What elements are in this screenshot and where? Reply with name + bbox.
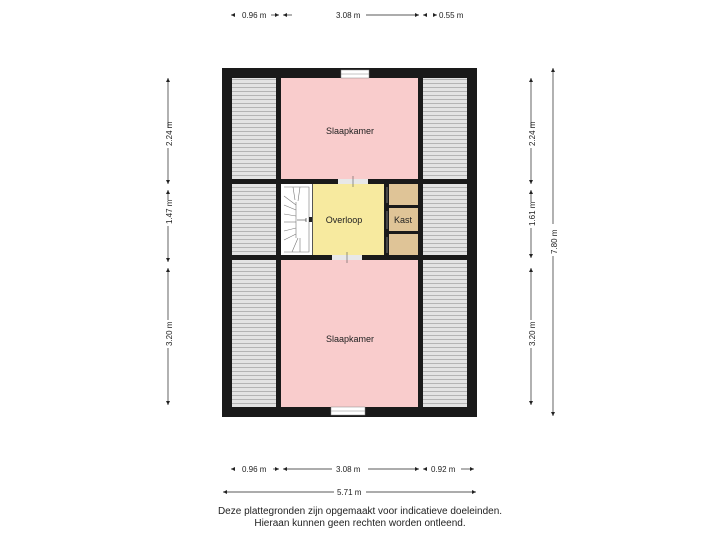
staircase: [283, 186, 312, 253]
dim-left-2: 3.20 m: [165, 321, 174, 346]
roof-slope-right-top: [423, 78, 467, 179]
wall-divider: [312, 184, 313, 255]
dim-left-0: 2.24 m: [165, 121, 174, 146]
dim-right-1: 1.61 m: [528, 201, 537, 226]
dim-left-1: 1.47 m: [165, 199, 174, 224]
disclaimer-line-2: Hieraan kunnen geen rechten worden ontle…: [254, 518, 466, 529]
closet-top: [389, 184, 418, 205]
dim-right-2: 3.20 m: [528, 321, 537, 346]
roof-slope-left-mid: [232, 184, 276, 255]
closet-middle: [389, 208, 418, 231]
room-label-closet: Kast: [394, 215, 413, 225]
closet-bottom: [389, 234, 418, 255]
roof-slope-right-bottom: [423, 260, 467, 407]
stair-area: [281, 184, 312, 255]
landing: [313, 184, 384, 255]
room-label-landing: Overloop: [326, 215, 363, 225]
room-label-bedroom-top: Slaapkamer: [326, 126, 374, 136]
door-bottom: [332, 252, 362, 263]
dim-top-2: 0.55 m: [439, 11, 464, 20]
roof-slope-left-bottom: [232, 260, 276, 407]
dim-right-0: 2.24 m: [528, 121, 537, 146]
dim-total-width: 5.71 m: [337, 488, 362, 497]
bedroom-bottom: [281, 260, 418, 407]
door-top: [338, 176, 368, 187]
dim-bottom-1: 3.08 m: [336, 465, 361, 474]
window-bottom: [330, 406, 366, 416]
bedroom-top: [281, 78, 418, 179]
roof-slope-left-top: [232, 78, 276, 179]
window-top: [340, 69, 370, 79]
dim-top-0: 0.96 m: [242, 11, 267, 20]
roof-slope-right-mid: [423, 184, 467, 255]
dim-bottom-2: 0.92 m: [431, 465, 456, 474]
dim-bottom-0: 0.96 m: [242, 465, 267, 474]
dim-total-height: 7.80 m: [550, 229, 559, 254]
disclaimer-line-1: Deze plattegronden zijn opgemaakt voor i…: [217, 506, 503, 517]
room-label-bedroom-bottom: Slaapkamer: [326, 334, 374, 344]
dim-top-1: 3.08 m: [336, 11, 361, 20]
